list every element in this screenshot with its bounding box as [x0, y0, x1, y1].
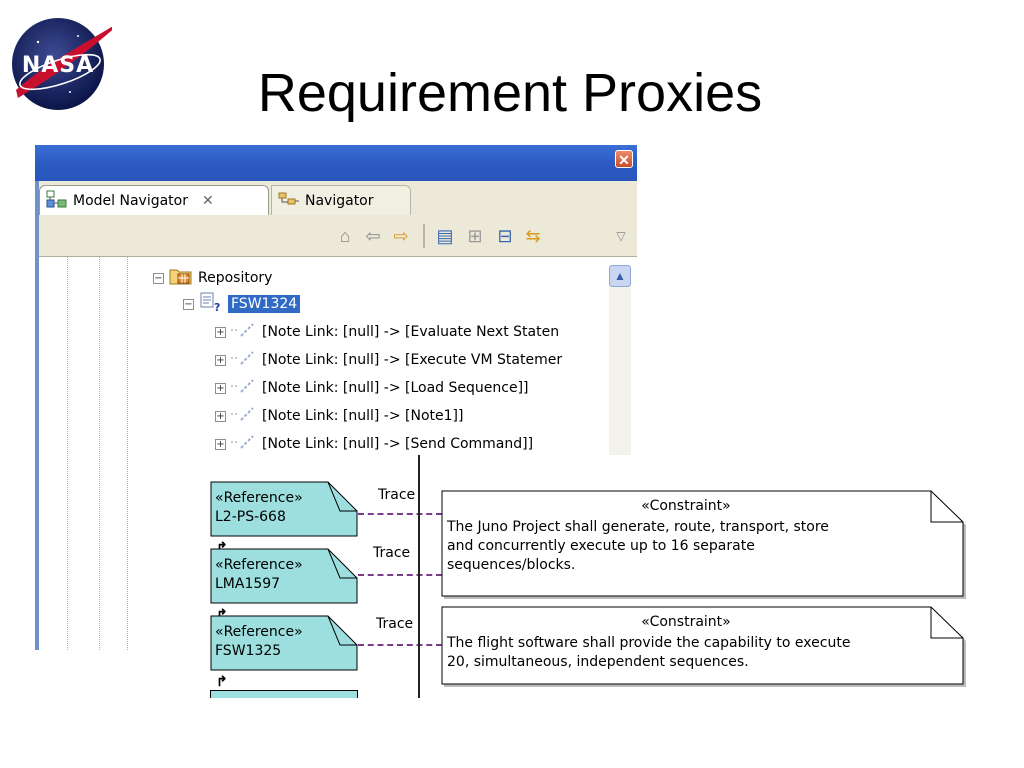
- window-titlebar: ✕: [35, 145, 637, 181]
- tree-node-fsw1324[interactable]: − ? FSW1324: [183, 291, 301, 317]
- note-link-label: [Note Link: [null] -> [Execute VM Statem…: [262, 352, 563, 368]
- window-close-button[interactable]: ✕: [615, 150, 633, 168]
- note-link-label: [Note Link: [null] -> [Load Sequence]]: [262, 380, 529, 396]
- expand-icon[interactable]: +: [215, 382, 226, 394]
- constraint-note[interactable]: «Constraint» The flight software shall p…: [441, 606, 967, 688]
- note-link-label: [Note Link: [null] -> [Send Command]]: [262, 436, 534, 452]
- expand-icon[interactable]: +: [215, 326, 226, 338]
- note-link-icon: [231, 406, 257, 426]
- requirement-proxy-icon: ?: [199, 292, 223, 316]
- toolbar-separator: [423, 224, 425, 248]
- reference-stereotype: «Reference»: [215, 490, 303, 506]
- constraint-stereotype: «Constraint»: [641, 498, 731, 514]
- note-link-icon: [231, 322, 257, 342]
- tree-guide: [127, 257, 128, 650]
- navigator-icon: [278, 191, 300, 211]
- reference-name: L2-PS-668: [215, 509, 286, 525]
- collapse-icon[interactable]: −: [153, 272, 164, 284]
- note-link-icon: [231, 434, 257, 454]
- reference-block[interactable]: «Reference» LMA1597: [210, 548, 358, 604]
- expand-icon[interactable]: +: [215, 410, 226, 422]
- constraint-line: 20, simultaneous, independent sequences.: [447, 654, 749, 670]
- tab-close-icon[interactable]: ✕: [202, 192, 214, 209]
- reference-block[interactable]: «Reference» FSW1325: [210, 615, 358, 671]
- tree-guide: [99, 257, 100, 650]
- model-navigator-icon: [46, 190, 68, 212]
- tree-node-label: Repository: [198, 270, 273, 286]
- constraint-stereotype: «Constraint»: [641, 614, 731, 630]
- home-icon[interactable]: ⌂: [339, 226, 351, 246]
- tree-guide: [67, 257, 68, 650]
- reference-name: LMA1597: [215, 576, 281, 592]
- constraint-note[interactable]: «Constraint» The Juno Project shall gene…: [441, 490, 967, 600]
- reference-block[interactable]: «Reference» L2-PS-668: [210, 481, 358, 537]
- minimize-icon[interactable]: ⊟: [497, 226, 513, 246]
- tab-model-navigator[interactable]: Model Navigator ✕: [39, 185, 269, 215]
- constraint-line: The Juno Project shall generate, route, …: [447, 519, 829, 535]
- tab-navigator[interactable]: Navigator: [271, 185, 411, 215]
- repository-icon: [169, 267, 193, 289]
- reference-marker-icon: ↱: [216, 606, 228, 622]
- view-menu-icon[interactable]: ▽: [616, 229, 626, 243]
- note-link-icon: [231, 378, 257, 398]
- constraint-text: The flight software shall provide the ca…: [447, 634, 917, 672]
- tree-node-note-link[interactable]: + [Note Link: [null] -> [Execute VM Stat…: [215, 347, 562, 373]
- tree-node-note-link[interactable]: + [Note Link: [null] -> [Note1]]: [215, 403, 463, 429]
- svg-text:?: ?: [214, 301, 220, 312]
- tree-node-repository[interactable]: − Repository: [153, 265, 272, 291]
- forward-icon[interactable]: ⇨: [393, 226, 409, 246]
- slide-title-text: Requirement Proxies: [257, 63, 763, 123]
- scroll-up-arrow-icon[interactable]: ▲: [609, 265, 631, 287]
- trace-label: Trace: [378, 487, 416, 503]
- slide-title: Requirement Proxies: [0, 62, 1024, 124]
- expand-icon[interactable]: +: [215, 354, 226, 366]
- constraint-text: The Juno Project shall generate, route, …: [447, 518, 917, 575]
- constraint-line: and concurrently execute up to 16 separa…: [447, 538, 755, 554]
- trace-label: Trace: [373, 545, 411, 561]
- sync-icon[interactable]: ⇆: [525, 226, 541, 246]
- nasa-logo: NASA: [12, 18, 112, 110]
- reference-stereotype: «Reference»: [215, 624, 303, 640]
- expand-icon[interactable]: +: [215, 438, 226, 450]
- note-link-icon: [231, 350, 257, 370]
- trace-connector: [358, 513, 442, 515]
- constraint-line: sequences/blocks.: [447, 557, 576, 573]
- collapse-tree-icon[interactable]: ▤: [436, 226, 454, 246]
- reference-block-partial: [210, 690, 358, 698]
- note-link-label: [Note Link: [null] -> [Evaluate Next Sta…: [262, 324, 560, 340]
- constraint-line: The flight software shall provide the ca…: [447, 635, 851, 651]
- reference-marker-icon: ↱: [216, 673, 228, 689]
- tree-node-label-selected: FSW1324: [228, 295, 301, 313]
- view-toolbar: ⌂ ⇦ ⇨ ▤ ⊞ ⊟ ⇆ ▽: [39, 217, 637, 257]
- tab-model-navigator-label: Model Navigator: [73, 192, 188, 209]
- tree-node-note-link[interactable]: + [Note Link: [null] -> [Load Sequence]]: [215, 375, 529, 401]
- note-link-label: [Note Link: [null] -> [Note1]]: [262, 408, 464, 424]
- back-icon[interactable]: ⇦: [365, 226, 381, 246]
- reference-name: FSW1325: [215, 643, 282, 659]
- trace-connector: [358, 574, 442, 576]
- trace-label: Trace: [376, 616, 414, 632]
- diagram-divider: [418, 455, 420, 698]
- reference-stereotype: «Reference»: [215, 557, 303, 573]
- tab-navigator-label: Navigator: [305, 192, 374, 209]
- collapse-icon[interactable]: −: [183, 298, 194, 310]
- tree-node-note-link[interactable]: + [Note Link: [null] -> [Send Command]]: [215, 431, 533, 457]
- nasa-logo-text: NASA: [22, 53, 94, 78]
- tree-node-note-link[interactable]: + [Note Link: [null] -> [Evaluate Next S…: [215, 319, 559, 345]
- reference-marker-icon: ↱: [216, 539, 228, 555]
- link-icon[interactable]: ⊞: [467, 226, 483, 246]
- close-icon: ✕: [618, 152, 630, 168]
- trace-connector: [358, 644, 442, 646]
- view-tabstrip: Model Navigator ✕ Navigator: [39, 181, 637, 217]
